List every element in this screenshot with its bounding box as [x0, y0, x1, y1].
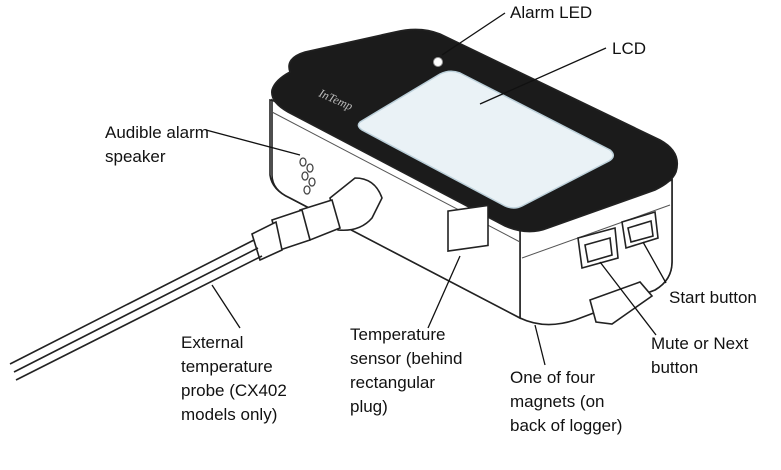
start-button — [621, 210, 659, 250]
probe-connector — [251, 177, 383, 262]
leader-mute — [599, 261, 657, 336]
label-speaker: Audible alarm speaker — [105, 123, 214, 166]
leader-probe — [211, 284, 241, 329]
label-sensor: Temperature sensor (behind rectangular p… — [350, 325, 467, 416]
label-mute-button: Mute or Next button — [651, 334, 753, 377]
leader-alarm-led — [441, 12, 506, 56]
sensor-plug — [447, 204, 489, 252]
alarm-led — [433, 57, 443, 67]
probe-cable — [9, 239, 263, 381]
label-lcd: LCD — [612, 39, 646, 58]
label-alarm-led: Alarm LED — [510, 3, 592, 22]
device-body: InTemp — [9, 28, 679, 381]
leader-lines — [205, 12, 667, 366]
speaker-holes — [299, 157, 316, 195]
label-probe: External temperature probe (CX402 models… — [181, 333, 292, 424]
leader-sensor — [427, 255, 461, 329]
mute-next-button — [577, 226, 619, 270]
label-start-button: Start button — [669, 288, 757, 307]
leader-lcd — [479, 47, 607, 105]
leader-speaker — [205, 129, 301, 156]
leader-magnets — [534, 324, 546, 366]
bottom-clip — [589, 281, 654, 325]
leader-start — [642, 241, 667, 284]
label-magnets: One of four magnets (on back of logger) — [510, 368, 622, 435]
lcd-screen — [357, 70, 614, 209]
